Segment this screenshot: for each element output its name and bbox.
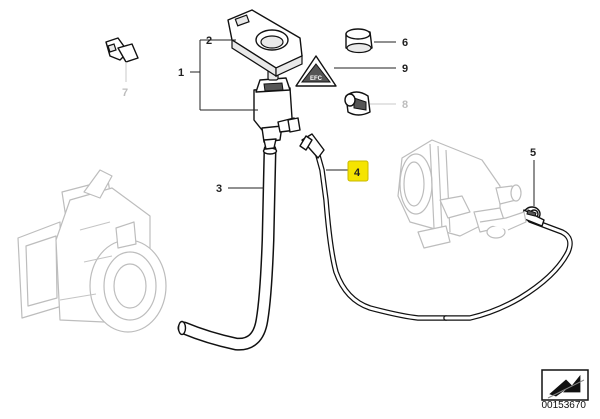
- callout-4[interactable]: 4: [354, 167, 361, 179]
- reference-arrow-icon[interactable]: [541, 369, 589, 401]
- leader-lines: [125, 39, 535, 206]
- purge-valve: [253, 65, 301, 150]
- callout-5[interactable]: 5: [530, 147, 536, 159]
- hose-4: [299, 133, 449, 321]
- highlight-box: [347, 160, 369, 182]
- grommet-8: [344, 91, 371, 116]
- label-sticker: EFC: [295, 55, 337, 87]
- callout-8[interactable]: 8: [402, 99, 408, 111]
- callout-3[interactable]: 3: [216, 183, 222, 195]
- callout-4-highlight[interactable]: 4: [347, 160, 369, 182]
- diagram-number: 00153670: [541, 400, 587, 411]
- throttle-body-outline: [17, 169, 167, 333]
- callout-1[interactable]: 1: [178, 67, 184, 79]
- hose-3: [177, 143, 278, 351]
- canister-outlet-hose: [443, 217, 573, 321]
- callout-9[interactable]: 9: [402, 63, 408, 75]
- charcoal-canister-outline: [397, 139, 527, 249]
- sticker-text: EFC: [310, 76, 323, 82]
- callout-6[interactable]: 6: [402, 37, 408, 49]
- callout-2[interactable]: 2: [206, 35, 212, 47]
- cap-6: [345, 28, 373, 54]
- clamp-5: [521, 206, 545, 227]
- clip-7: [105, 37, 139, 63]
- callout-7[interactable]: 7: [122, 87, 128, 99]
- valve-bracket: [227, 9, 303, 78]
